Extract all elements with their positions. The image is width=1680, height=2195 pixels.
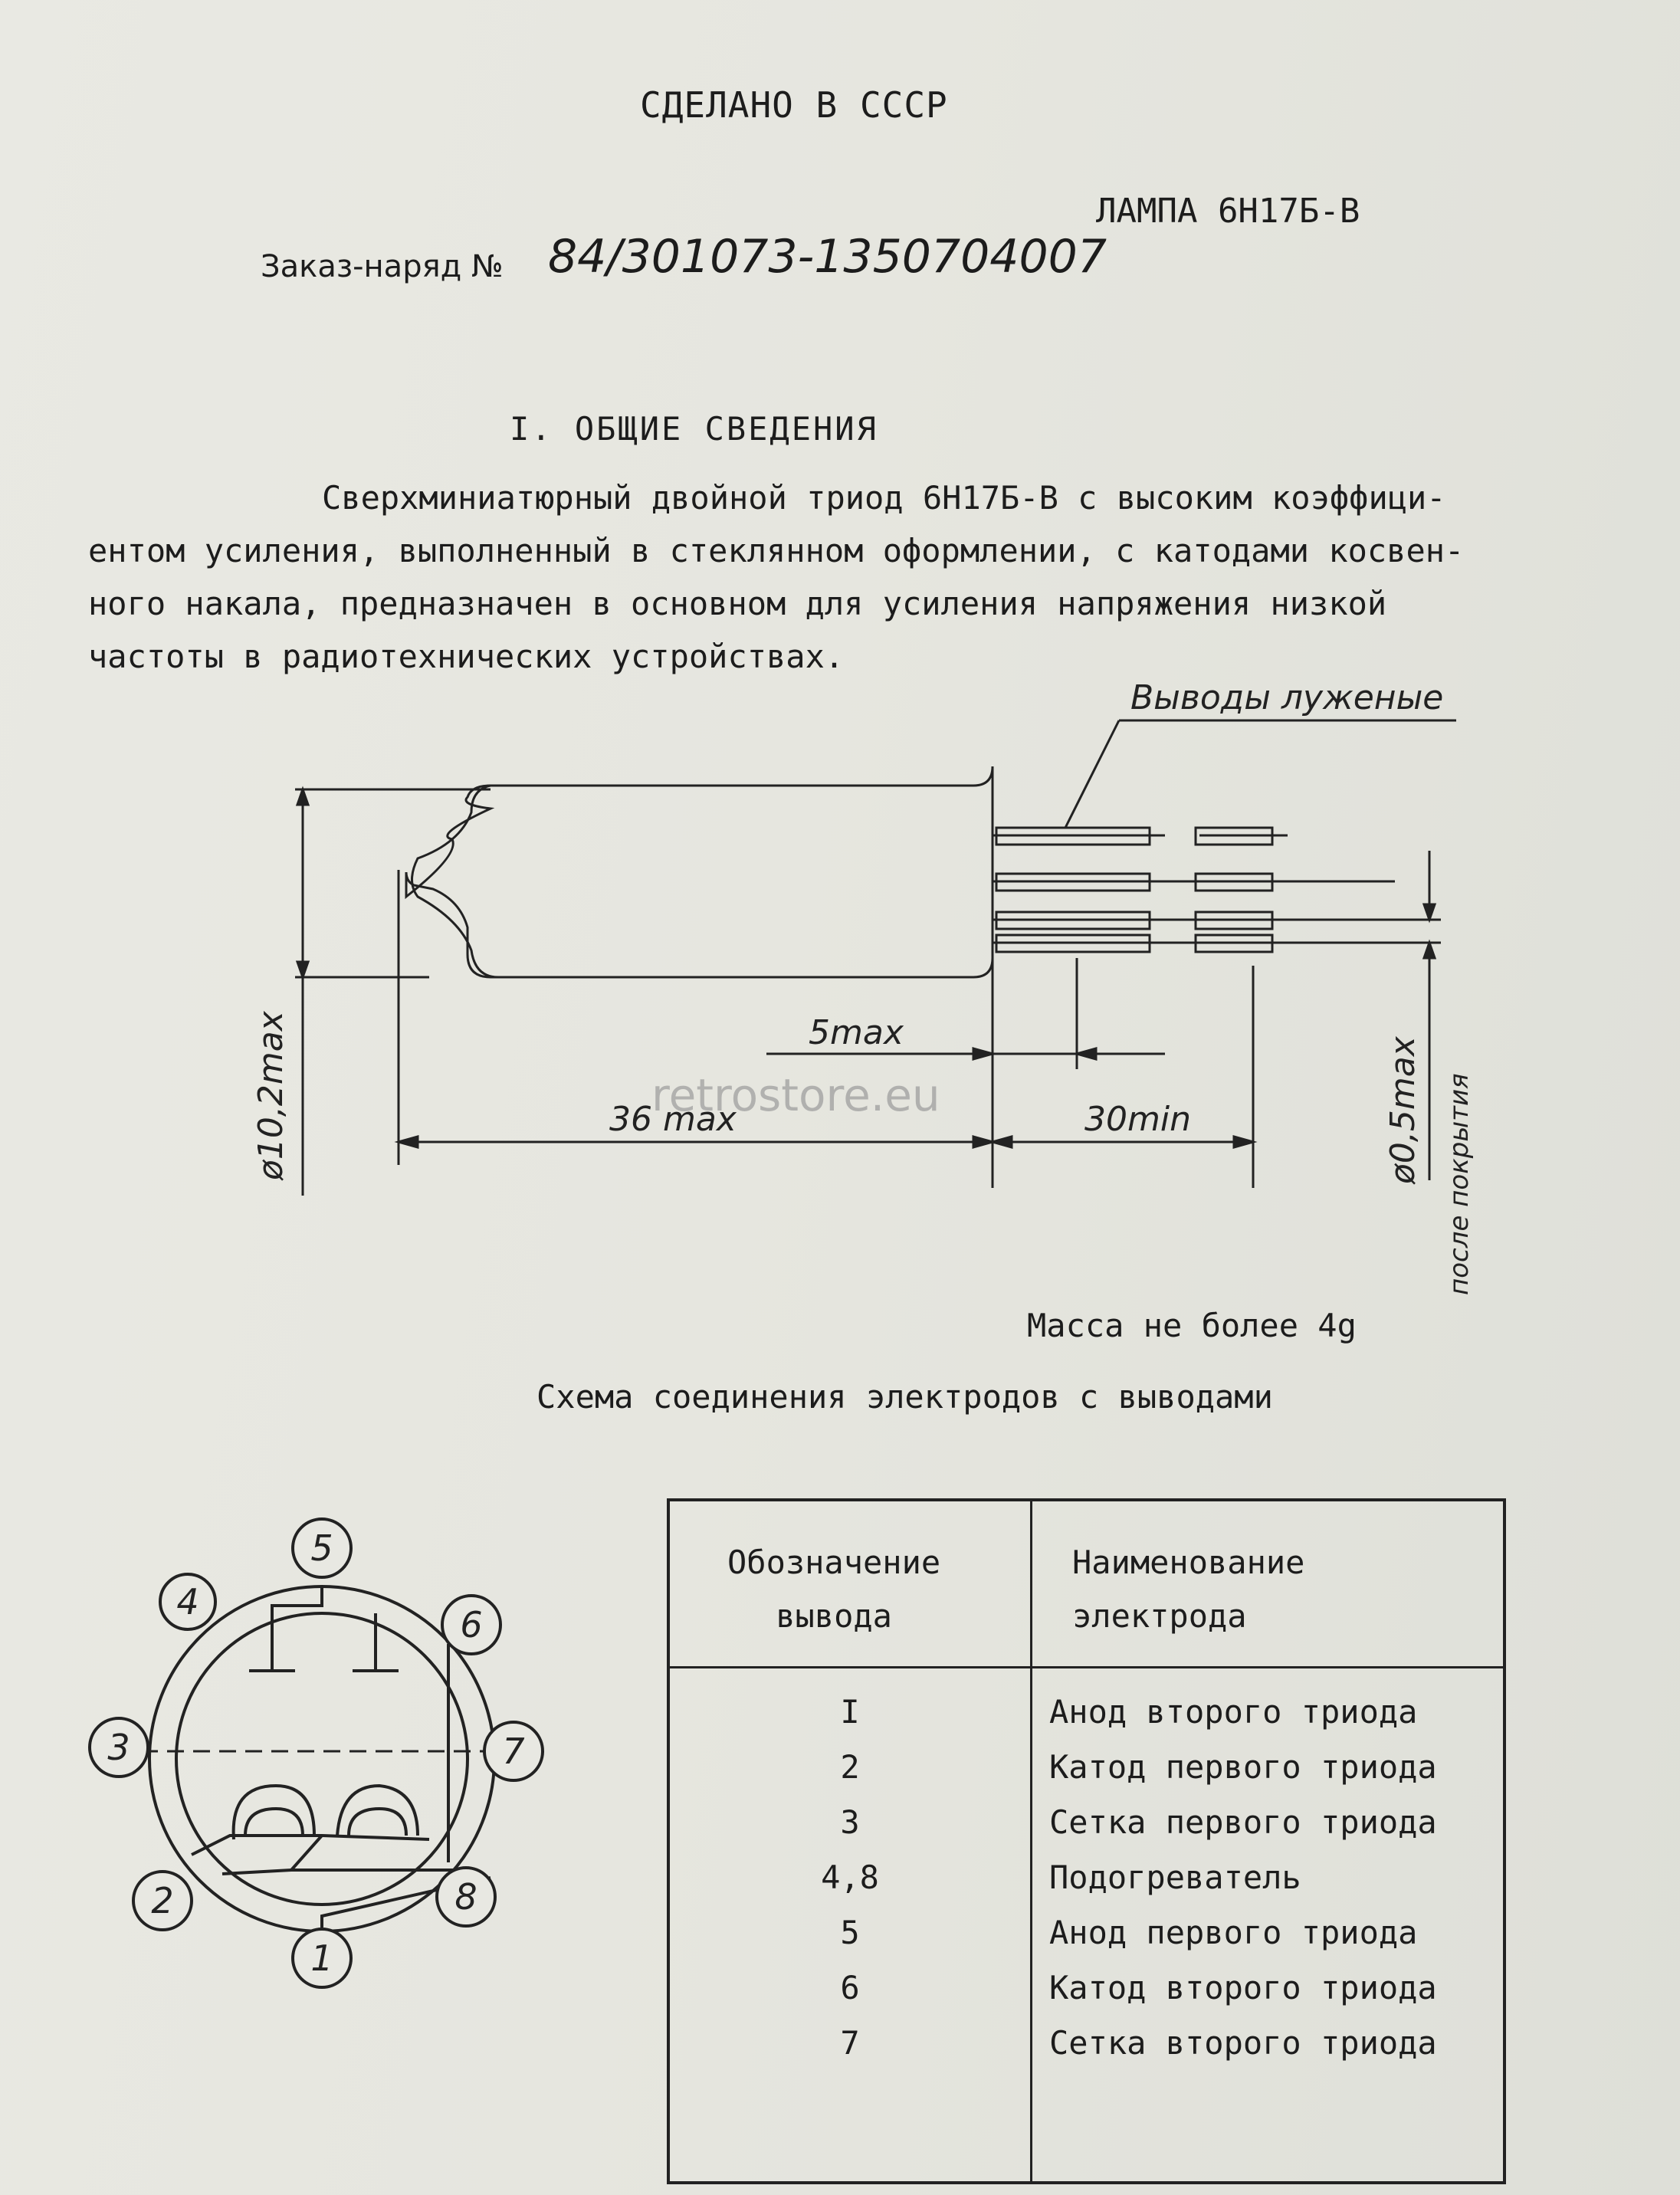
pin-label-8: 8: [454, 1876, 477, 1918]
pin-label-2: 2: [151, 1880, 173, 1921]
dim-diameter: ø10,2max: [251, 1010, 290, 1181]
pin-designation: 7: [840, 2024, 860, 2062]
pin-label-7: 7: [502, 1731, 524, 1772]
description-line: ентом усиления, выполненный в стеклянном…: [88, 532, 1465, 569]
dim-length: 36 max: [609, 1100, 737, 1139]
dim-5: 5max: [809, 1013, 904, 1052]
made-in-ussr: СДЕЛАНО В СССР: [640, 84, 948, 126]
electrode-name: Сетка первого триода: [1049, 1803, 1437, 1841]
header-pin-line1: Обозначение: [727, 1544, 941, 1581]
pin-label-4: 4: [176, 1581, 199, 1622]
pin-designation: I: [840, 1693, 860, 1731]
dim-lead-note: после покрытия: [1444, 1073, 1475, 1295]
scheme-title: Схема соединения электродов с выводами: [536, 1378, 1273, 1416]
tube-envelope: [405, 766, 994, 979]
section-title: I. ОБЩИЕ СВЕДЕНИЯ: [510, 410, 878, 448]
watermark: retrostore.eu: [651, 1069, 940, 1121]
order-number: 84/301073-1350704007: [548, 230, 1107, 284]
header-electrode-line2: электрода: [1072, 1597, 1247, 1635]
description-line: ного накала, предназначен в основном для…: [88, 585, 1387, 622]
description-paragraph: Сверхминиатюрный двойной триод 6Н17Б-В с…: [88, 471, 1590, 683]
leads-note: Выводы луженые: [1130, 678, 1443, 717]
electrode-name: Катод второго триода: [1049, 1969, 1437, 2006]
lamp-title: ЛАМПА 6Н17Б-В: [1096, 192, 1360, 231]
tube-dimension-drawing: Выводы луженые ø10,2max 36 max 5max 30mi…: [251, 678, 1475, 1295]
pin-designation: 3: [840, 1803, 860, 1841]
pin-designation: 2: [840, 1748, 860, 1786]
table-column-divider: [1030, 1501, 1032, 2181]
header-electrode-line1: Наименование: [1072, 1544, 1305, 1581]
electrode-name: Анод первого триода: [1049, 1914, 1418, 1951]
description-line: частоты в радиотехнических устройствах.: [88, 638, 845, 675]
electrode-name: Катод первого триода: [1049, 1748, 1437, 1786]
electrode-name: Подогреватель: [1049, 1859, 1301, 1896]
table-header-electrode: Наименование электрода: [1072, 1536, 1304, 1643]
pin-designation: 5: [840, 1914, 860, 1951]
electrode-name: Анод второго триода: [1049, 1693, 1418, 1731]
table-header-divider: [670, 1666, 1503, 1668]
table-header-pin: Обозначение вывода: [727, 1536, 940, 1643]
header-pin-line2: вывода: [776, 1597, 892, 1635]
order-label: Заказ-наряд №: [261, 249, 504, 284]
pin-designation: 4,8: [821, 1859, 879, 1896]
dim-30: 30min: [1084, 1100, 1191, 1139]
electrode-name: Сетка второго триода: [1049, 2024, 1437, 2062]
electrode-table: Обозначение вывода Наименование электрод…: [667, 1498, 1506, 2184]
pin-designation: 6: [840, 1969, 860, 2006]
pin-label-3: 3: [107, 1727, 130, 1768]
pin-label-5: 5: [310, 1527, 333, 1569]
pin-label-6: 6: [460, 1604, 482, 1645]
dim-lead-diameter: ø0,5max: [1383, 1035, 1422, 1185]
description-line: Сверхминиатюрный двойной триод 6Н17Б-В с…: [322, 479, 1446, 517]
mass-note: Масса не более 4g: [1027, 1307, 1357, 1344]
pin-label-1: 1: [310, 1937, 333, 1979]
